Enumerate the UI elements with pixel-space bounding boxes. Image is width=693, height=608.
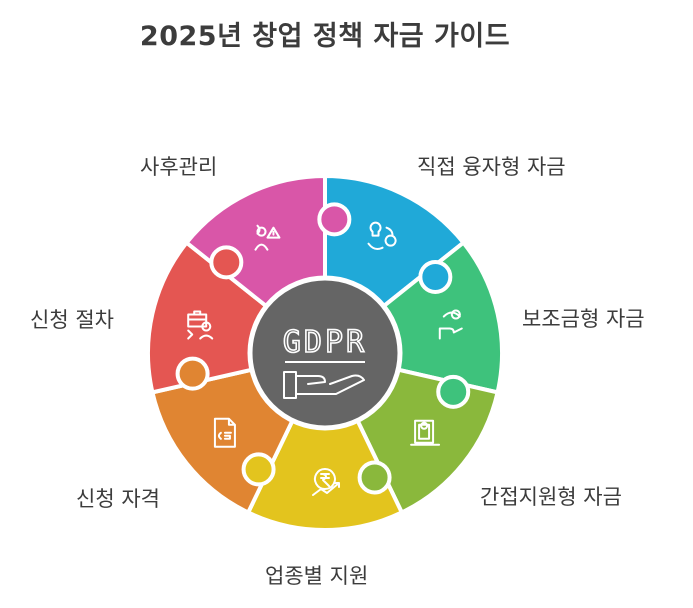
cash-hand-icon	[410, 419, 441, 446]
document-c5-icon	[213, 417, 236, 448]
briefcase-person-icon	[187, 310, 214, 340]
label-indirect: 간접지원형 자금	[480, 485, 622, 509]
label-procedure: 신청 절차	[30, 308, 114, 332]
center-text: GDPR	[283, 325, 367, 360]
idea-money-cycle-icon	[367, 221, 397, 250]
puzzle-knob-fill-7	[321, 206, 347, 232]
puzzle-knob-fill-1	[422, 264, 448, 290]
label-aftercare: 사후관리	[140, 155, 218, 179]
rupee-growth-icon	[312, 468, 340, 496]
puzzle-knob-fill-5	[180, 361, 206, 387]
label-eligibility: 신청 자격	[76, 487, 160, 511]
page-title: 2025년 창업 정책 자금 가이드	[139, 21, 511, 52]
hand-support-icon	[438, 309, 463, 340]
puzzle-knob-fill-4	[246, 456, 272, 482]
hand-icon	[283, 371, 365, 399]
puzzle-knob-fill-6	[213, 249, 239, 275]
puzzle-knob-fill-2	[440, 379, 466, 405]
label-industry: 업종별 지원	[265, 564, 369, 588]
person-warning-icon	[254, 224, 281, 251]
label-subsidy: 보조금형 자금	[522, 307, 645, 331]
label-direct-loan: 직접 융자형 자금	[417, 155, 566, 179]
center-circle: GDPR	[247, 275, 403, 431]
puzzle-knob-fill-3	[362, 464, 388, 490]
